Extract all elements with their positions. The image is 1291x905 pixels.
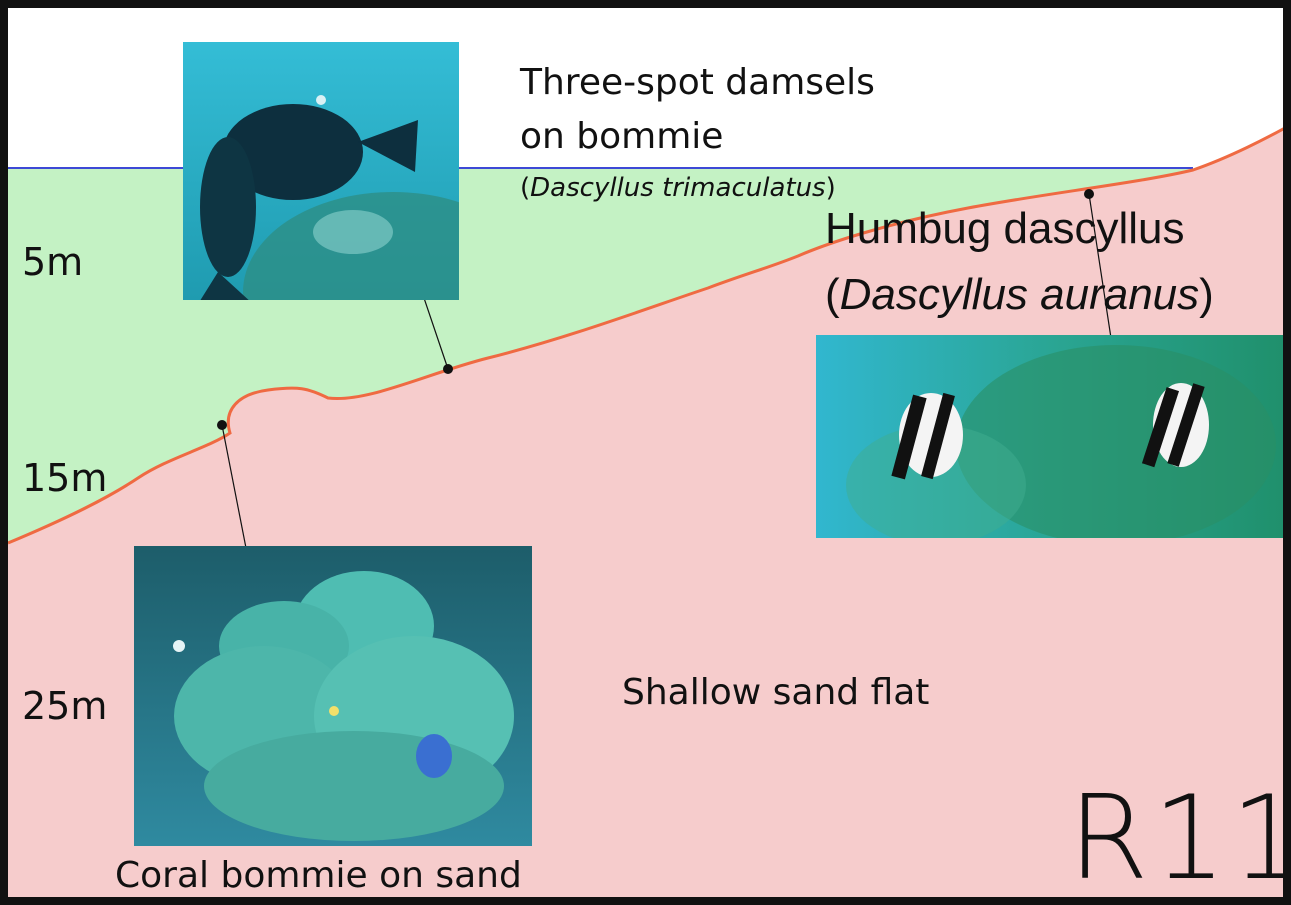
humbug-scientific-name: (Dascyllus auranus) xyxy=(825,271,1214,319)
three-spot-pointer-dot xyxy=(443,364,453,374)
depth-marker-25m: 25m xyxy=(22,684,107,728)
humbug-pointer-dot xyxy=(1084,189,1094,199)
site-code: R11 xyxy=(1068,771,1291,905)
humbug-dascyllus-photo xyxy=(816,335,1291,538)
depth-marker-15m: 15m xyxy=(22,456,107,500)
three-spot-scientific-name: (Dascyllus trimaculatus) xyxy=(520,173,836,203)
coral-bommie-label: Coral bommie on sand xyxy=(115,853,522,899)
sand-flat-label: Shallow sand flat xyxy=(622,670,929,716)
coral-pointer-dot xyxy=(217,420,227,430)
depth-marker-5m: 5m xyxy=(22,240,83,284)
three-spot-damsels-photo xyxy=(183,42,459,300)
three-spot-label-line1: Three-spot damsels xyxy=(520,60,875,106)
humbug-label: Humbug dascyllus xyxy=(825,205,1185,253)
coral-bommie-photo xyxy=(134,546,532,846)
three-spot-label-line2: on bommie xyxy=(520,114,723,160)
